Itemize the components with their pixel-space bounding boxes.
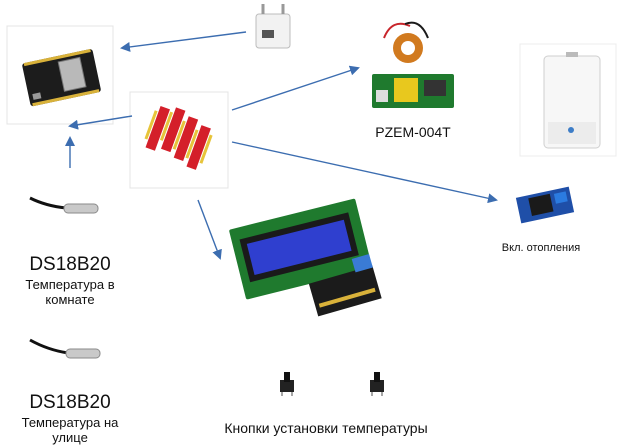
arrow-shifter-to-pzem <box>231 65 360 111</box>
tactile-button-icon <box>280 372 294 396</box>
sensor1-model: DS18B20 <box>29 254 111 275</box>
relay-module-icon <box>515 186 575 224</box>
usb-charger-icon <box>255 4 291 49</box>
boiler-frame <box>519 43 617 157</box>
pzem-module-icon <box>372 74 454 108</box>
relay-label: Вкл. отопления <box>501 242 581 254</box>
sensor1-desc: Температура в комнате <box>25 277 115 307</box>
arrow-shifter-to-lcd <box>197 199 222 260</box>
arrow-shifter-to-esp <box>68 115 133 130</box>
arrow-charger-to-esp <box>120 31 247 52</box>
temperature-probe-icon <box>29 338 101 359</box>
esp8266-board-icon <box>22 49 101 107</box>
shifter-frame <box>129 91 229 189</box>
sensor2-model: DS18B20 <box>29 392 111 413</box>
pzem-label: PZEM-004T <box>375 124 451 140</box>
current-transformer-icon <box>383 21 429 63</box>
level-shifter-icon <box>144 105 213 170</box>
boiler-icon <box>543 52 601 149</box>
arrow-shifter-to-relay <box>231 141 498 204</box>
sensor2-desc: Температура на улице <box>21 415 119 445</box>
buttons-label: Кнопки установки температуры <box>224 420 428 436</box>
temperature-probe-icon <box>29 196 99 214</box>
esp-frame <box>6 25 114 125</box>
lcd-display-icon <box>229 198 382 317</box>
tactile-button-icon <box>370 372 384 396</box>
